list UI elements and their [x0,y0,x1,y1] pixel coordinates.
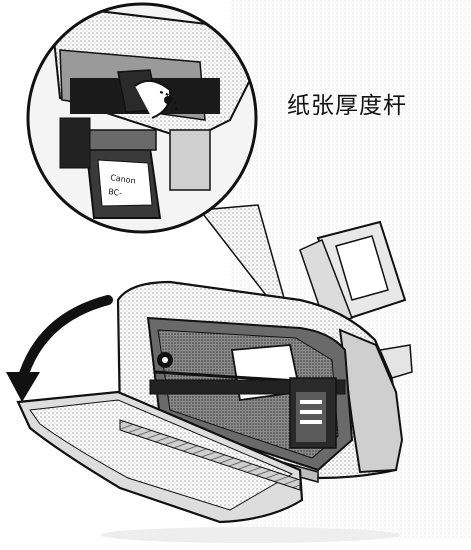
magnifier-inset: Canon BC- [28,4,258,234]
ink-cartridge: Canon BC- [86,130,160,218]
cartridge-holder [290,378,336,448]
callout-label: 纸张厚度杆 [287,86,407,120]
cartridge-model-text: BC- [108,187,123,198]
